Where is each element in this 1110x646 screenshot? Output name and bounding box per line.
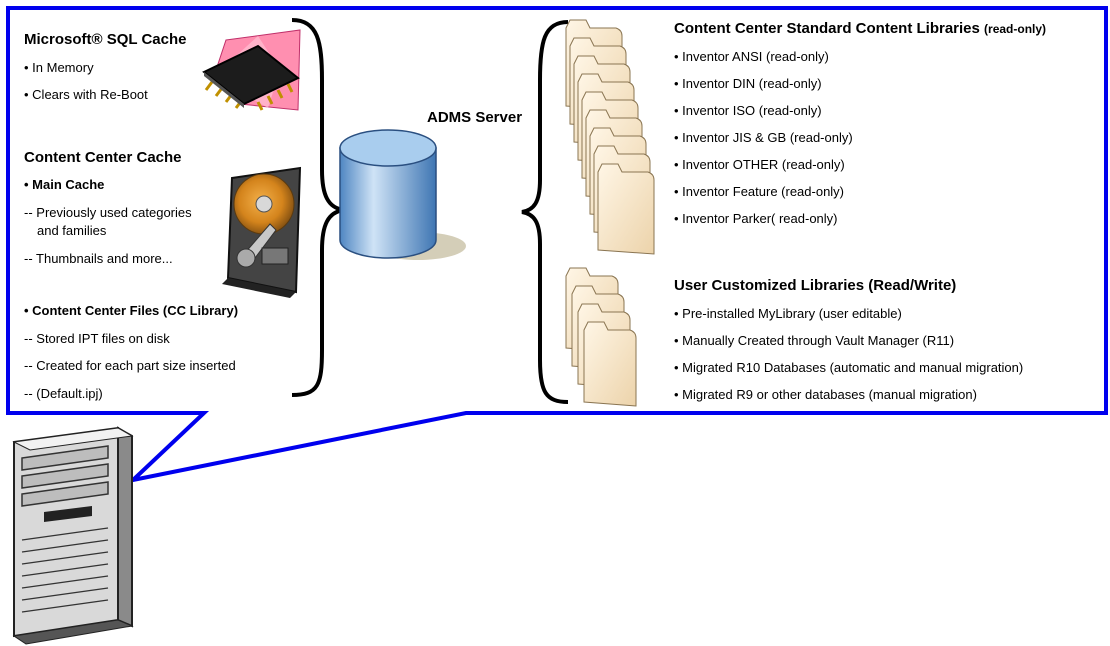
standard-libraries-title: Content Center Standard Content Librarie… [674, 21, 1046, 36]
user-library-item: • Migrated R9 or other databases (manual… [674, 387, 977, 402]
callout-frame [6, 6, 1108, 484]
standard-library-item: • Inventor Feature (read-only) [674, 184, 845, 199]
standard-library-item: • Inventor ANSI (read-only) [674, 49, 829, 64]
cc-files-label: • Content Center Files (CC Library) [24, 303, 239, 318]
adms-server-label: ADMS Server [427, 109, 523, 126]
standard-libraries-title-text: Content Center Standard Content Librarie… [674, 20, 980, 37]
folder-icon [583, 321, 637, 407]
user-libraries-title: User Customized Libraries (Read/Write) [674, 277, 957, 294]
cc-files-item: -- (Default.ipj) [24, 386, 103, 401]
standard-library-item: • Inventor DIN (read-only) [674, 76, 822, 91]
main-cache-label: • Main Cache [24, 177, 105, 192]
cc-files-item: -- Created for each part size inserted [24, 358, 236, 373]
standard-libraries-title-suffix: (read-only) [984, 22, 1047, 36]
server-tower-icon [12, 426, 134, 645]
database-cylinder-icon [339, 129, 466, 260]
standard-library-item: • Inventor Parker( read-only) [674, 211, 838, 226]
sql-cache-item: • In Memory [24, 60, 94, 75]
standard-library-folders-icon [565, 19, 655, 255]
main-cache-item: -- Thumbnails and more... [24, 251, 173, 266]
sql-cache-title: Microsoft® SQL Cache [24, 31, 187, 48]
user-library-folders-icon [565, 267, 637, 407]
hard-drive-icon [222, 166, 302, 298]
user-library-item: • Manually Created through Vault Manager… [674, 333, 955, 348]
cc-files-item: -- Stored IPT files on disk [24, 331, 170, 346]
user-library-item: • Migrated R10 Databases (automatic and … [674, 360, 1024, 375]
main-cache-item: and families [37, 223, 107, 238]
right-brace [521, 20, 569, 404]
sql-cache-item: • Clears with Re-Boot [24, 87, 148, 102]
standard-library-item: • Inventor JIS & GB (read-only) [674, 130, 853, 145]
cc-cache-title: Content Center Cache [24, 149, 182, 166]
standard-library-item: • Inventor OTHER (read-only) [674, 157, 845, 172]
memory-chip-icon [202, 29, 301, 111]
main-cache-item: -- Previously used categories [24, 205, 192, 220]
folder-icon [597, 163, 655, 255]
user-library-item: • Pre-installed MyLibrary (user editable… [674, 306, 902, 321]
standard-library-item: • Inventor ISO (read-only) [674, 103, 822, 118]
